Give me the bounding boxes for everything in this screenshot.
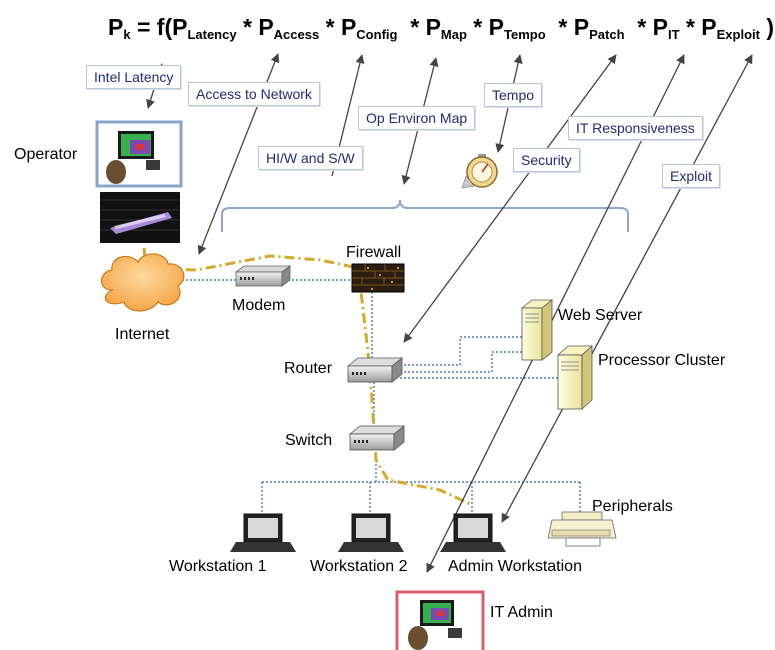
internet-cloud-icon [100,253,185,312]
node-label-switch: Switch [285,432,333,449]
node-label-admin-workstation: Admin Workstation [448,558,582,575]
formula-term-access: P [258,14,274,40]
ops-screen-image [100,192,180,243]
label-hw-sw: HI/W and S/W [258,146,363,170]
label-exploit: Exploit [662,164,721,188]
it-admin-icon [395,590,485,650]
label-security: Security [513,148,580,172]
node-label-workstation2: Workstation 2 [310,558,408,575]
node-label-workstation1: Workstation 1 [169,558,267,575]
label-intel-latency: Intel Latency [86,65,182,89]
admin-workstation-laptop-icon [440,513,506,552]
workstation2-laptop-icon [338,513,404,552]
formula-equals: = f( [130,14,173,40]
switch-icon [348,425,406,451]
formula-term-sub: Latency [187,27,237,42]
formula-operator: * [397,14,426,40]
node-label-peripherals: Peripherals [592,498,673,515]
processor-cluster-icon [556,345,594,410]
formula-term-exploit: P [701,14,717,40]
label-tempo: Tempo [484,83,543,107]
formula-lhs-sub: k [123,27,131,42]
formula-term-sub: Exploit [716,27,760,42]
formula-term-sub: Tempo [504,27,546,42]
node-label-modem: Modem [232,297,286,314]
formula-term-it: P [652,14,668,40]
node-label-firewall: Firewall [346,244,402,261]
formula-term-config: P [340,14,357,40]
node-label-web-server: Web Server [558,307,643,324]
node-label-processor-cluster: Processor Cluster [598,352,726,369]
stopwatch-icon [461,154,498,189]
label-it-responsiveness: IT Responsiveness [568,116,703,140]
firewall-icon [351,263,405,293]
label-access-network: Access to Network [188,82,320,106]
node-label-it-admin: IT Admin [490,604,553,621]
formula-operator: ) [759,14,775,40]
formula-operator: * [624,14,653,40]
attack-path [142,247,473,507]
workstation1-laptop-icon [230,513,296,552]
formula-term-latency: P [172,14,188,40]
formula-operator: * [236,14,259,40]
modem-icon [234,265,292,287]
formula-term-sub: Config [356,27,398,42]
formula-operator: * [319,14,341,40]
node-label-router: Router [284,360,333,377]
operator-icon [95,120,183,188]
node-label-internet: Internet [115,326,170,343]
formula-term-sub: Map [440,27,467,42]
formula-term-patch: P [573,14,590,40]
printer-icon [547,511,617,547]
formula-term-tempo: P [488,14,504,40]
label-op-environ-map: Op Environ Map [358,106,476,130]
formula-terms: PLatency * PAccess * PConfig * PMap * PT… [172,14,775,42]
formula-operator: * [679,14,702,40]
probability-formula: Pk = f(PLatency * PAccess * PConfig * PM… [108,14,774,42]
formula-operator: * [466,14,489,40]
formula-term-sub: Patch [589,27,625,42]
node-label-operator: Operator [14,146,78,163]
router-icon [346,357,404,383]
formula-term-sub: IT [668,27,680,42]
factor-brace [221,199,629,232]
formula-term-map: P [425,14,441,40]
web-server-icon [520,299,554,361]
formula-lhs: P [108,14,124,40]
formula-term-sub: Access [273,27,320,42]
formula-operator: * [545,14,574,40]
